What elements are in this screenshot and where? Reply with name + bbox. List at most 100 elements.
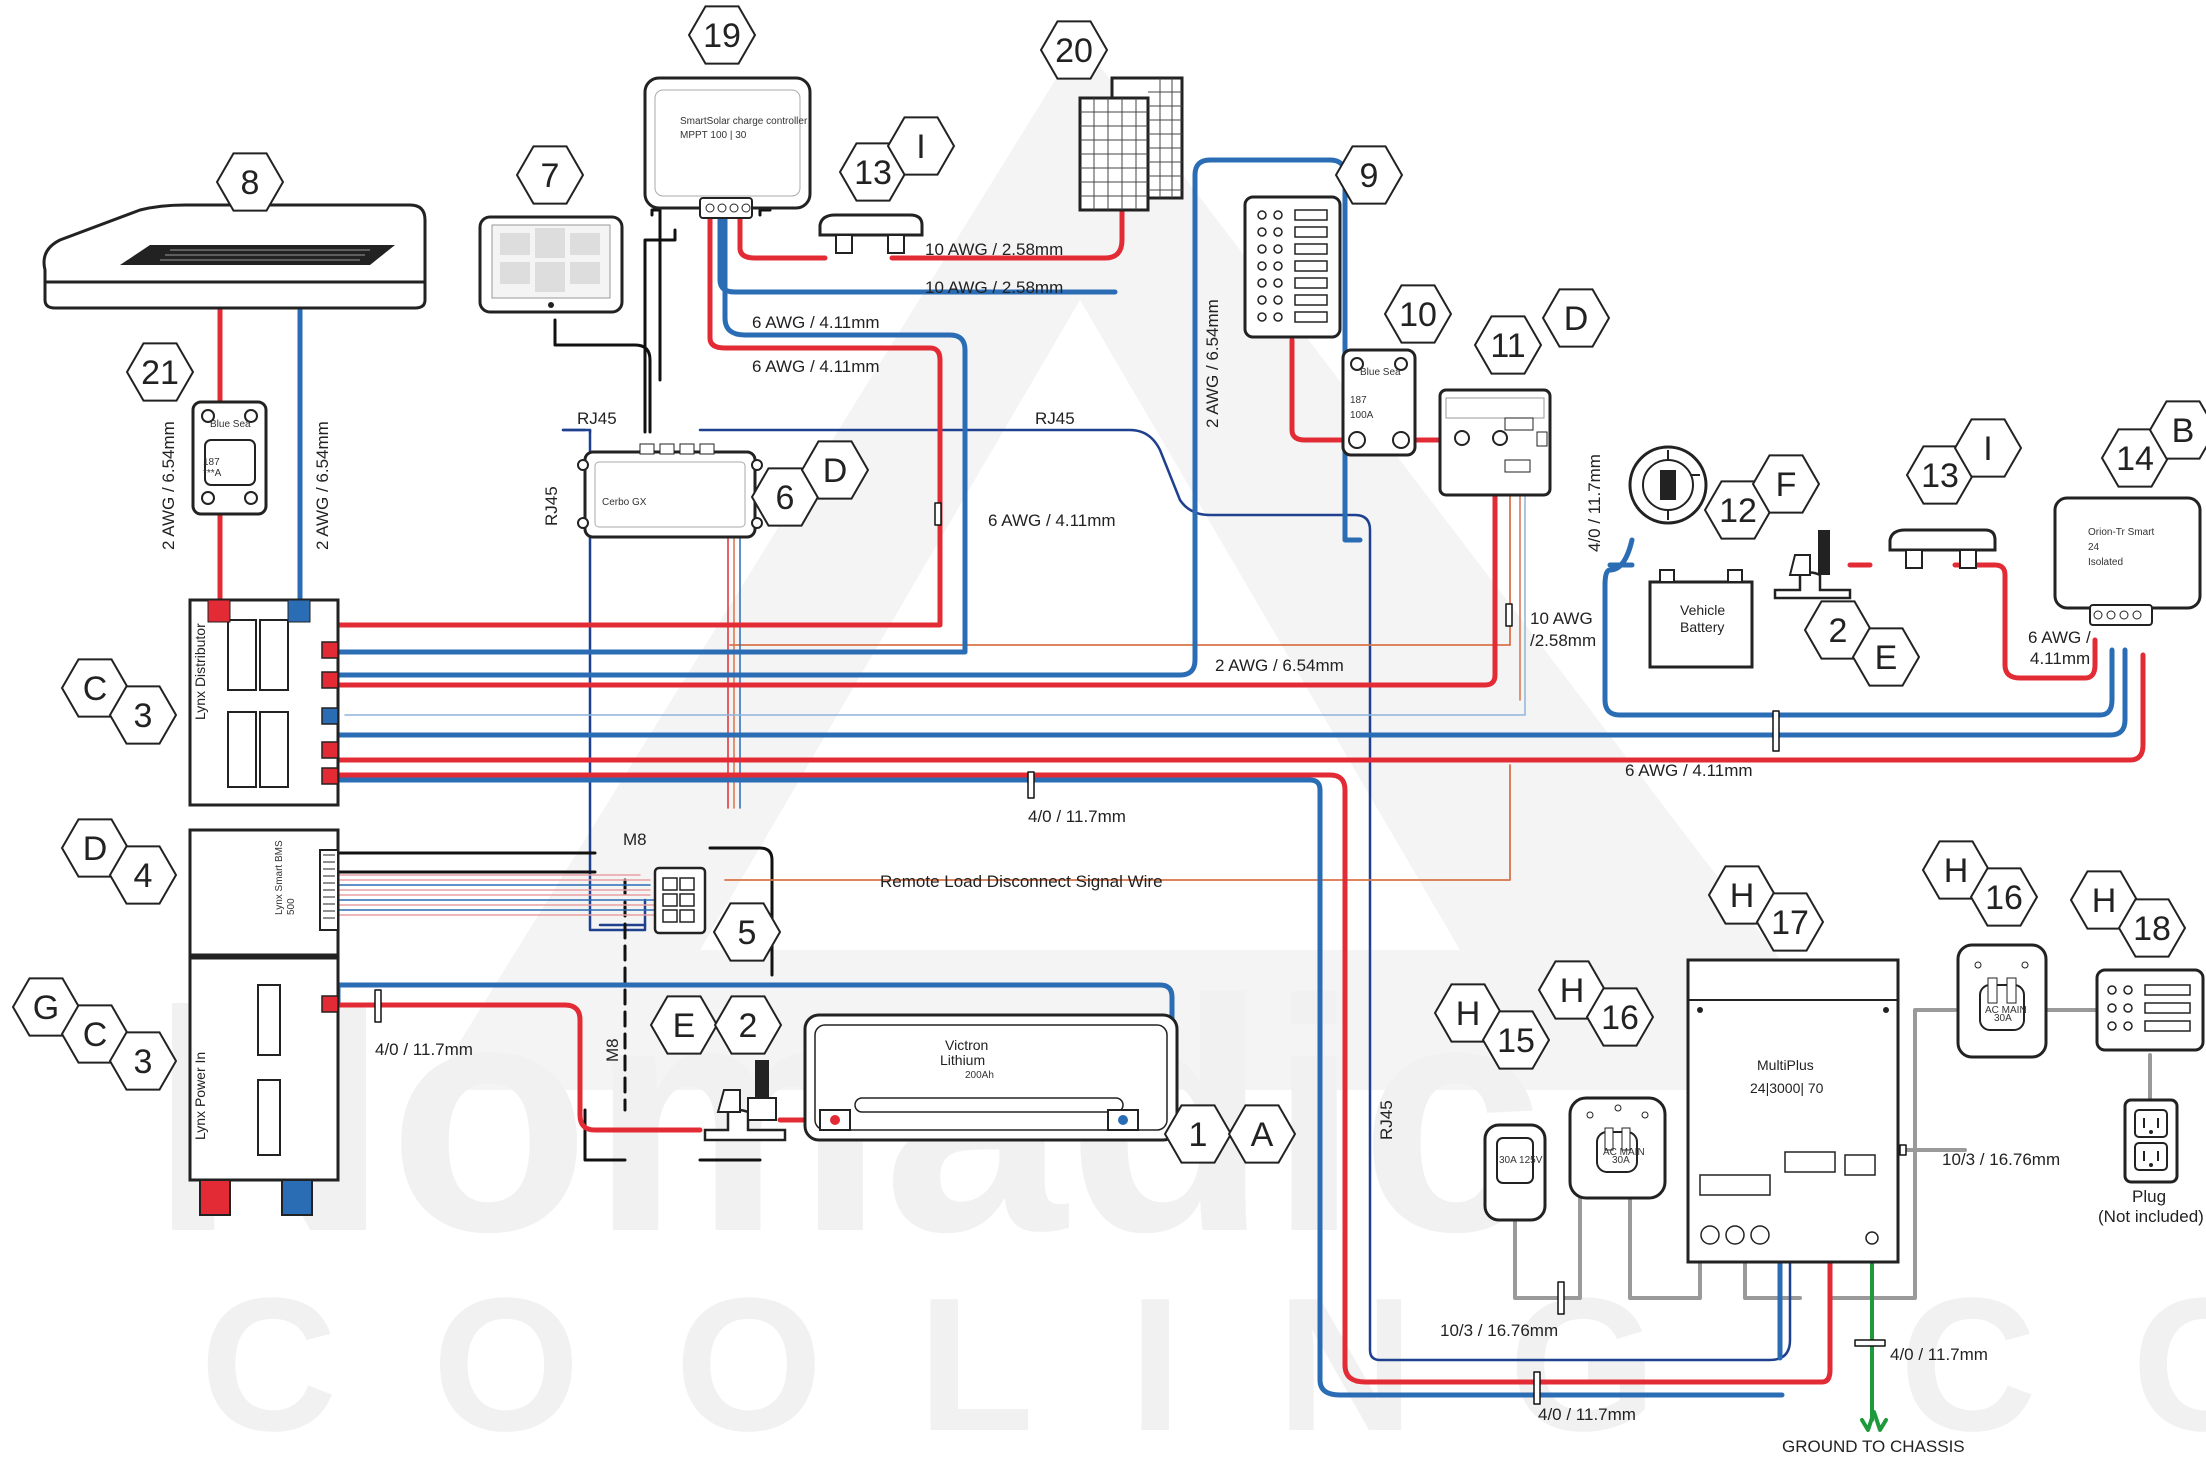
- hex-badge-label: H: [1560, 972, 1585, 1010]
- hex-badge: 11: [1473, 315, 1543, 375]
- hex-badge-label: 15: [1497, 1022, 1535, 1060]
- power-in-label: Lynx Power In: [192, 1052, 208, 1140]
- hex-badge-label: 16: [1601, 999, 1639, 1037]
- rooftop-ac-unit: [42, 203, 427, 310]
- label-alt-4-0: 4/0 / 11.7mm: [1585, 454, 1604, 552]
- solar-panels: [1078, 76, 1184, 212]
- label-plug: Plug: [2132, 1187, 2166, 1206]
- hex-badge-shape: [125, 342, 195, 402]
- lithium-label-2: Lithium: [940, 1052, 985, 1068]
- mega-fuse-13-top: [818, 213, 924, 254]
- hex-badge-shape: [712, 902, 782, 962]
- hex-badge: 4: [108, 845, 178, 905]
- fuse21-rating: ***A: [203, 468, 222, 479]
- ac-main-breaker-left: AC MAIN 30A: [1568, 1096, 1667, 1200]
- hex-badge: 9: [1334, 145, 1404, 205]
- hex-badge-label: E: [673, 1007, 696, 1045]
- hex-badge-shape: [750, 467, 820, 527]
- fuse-holder-2-left: [703, 1060, 787, 1142]
- label-mppt-6awg-b: 6 AWG / 4.11mm: [752, 357, 880, 376]
- orion-label-2: 24: [2088, 542, 2100, 553]
- cerbo-label: Cerbo GX: [602, 497, 647, 508]
- hex-badge-label: 21: [141, 354, 179, 392]
- hex-badge-label: 2: [1829, 612, 1848, 650]
- hex-badge: 5: [712, 902, 782, 962]
- hex-badge: C: [60, 658, 130, 718]
- battery-protect-11: [1438, 388, 1552, 497]
- watermark: Nomadic COOLING CO: [150, 40, 2206, 1458]
- multiplus-label-1: MultiPlus: [1757, 1057, 1814, 1073]
- dc-fuse-panel: [1243, 195, 1342, 339]
- hex-badge-label: 13: [1921, 457, 1959, 495]
- lithium-label-3: 200Ah: [965, 1070, 994, 1081]
- label-rj45-top-left: RJ45: [577, 409, 617, 428]
- hex-badge-shape: [1751, 454, 1821, 514]
- label-mppt-6awg-c: 6 AWG / 4.11mm: [988, 511, 1116, 530]
- hex-badge: 7: [515, 145, 585, 205]
- hex-badge-label: H: [1944, 852, 1969, 890]
- hex-badge: 13: [1905, 445, 1975, 505]
- lithium-label-1: Victron: [945, 1037, 988, 1053]
- hex-badge-label: 14: [2116, 440, 2154, 478]
- hex-badge-label: 3: [134, 697, 153, 735]
- hex-badge: I: [886, 116, 956, 176]
- hex-badge: B: [2148, 400, 2206, 460]
- ac-outlet: [2123, 1098, 2179, 1184]
- hex-badge: 6: [750, 467, 820, 527]
- hex-badge-label: 20: [1055, 32, 1093, 70]
- hex-badge: D: [60, 818, 130, 878]
- hex-badge-shape: [1227, 1104, 1297, 1164]
- shore-power-inlet: 30A 125V: [1483, 1123, 1547, 1222]
- hex-badge-label: 18: [2133, 910, 2171, 948]
- lynx-distributor: Lynx Distributor: [188, 598, 340, 807]
- hex-badge-shape: [1541, 288, 1611, 348]
- hex-badge-label: I: [1983, 430, 1992, 468]
- hex-badge: 15: [1481, 1010, 1551, 1070]
- hex-badge-label: E: [1875, 639, 1898, 677]
- hex-badge-shape: [1481, 1010, 1551, 1070]
- ac-distribution-panel: [2095, 968, 2205, 1052]
- hex-badge: A: [1227, 1104, 1297, 1164]
- label-rj45-left-vertical: RJ45: [542, 486, 561, 526]
- distributor-label: Lynx Distributor: [192, 623, 208, 720]
- hex-badge-label: G: [33, 989, 59, 1027]
- hex-badge: 14: [2100, 428, 2170, 488]
- blue-sea-fuse-21: Blue Sea 187 ***A: [191, 400, 268, 516]
- label-remote-load: Remote Load Disconnect Signal Wire: [880, 872, 1163, 891]
- wire-labels: 10 AWG / 2.58mm 10 AWG / 2.58mm 6 AWG / …: [159, 240, 2204, 1456]
- orion-tr-smart: Orion-Tr Smart 24 Isolated: [2053, 496, 2202, 626]
- hex-badge-shape: [1953, 418, 2023, 478]
- hex-badge-label: 7: [541, 157, 560, 195]
- label-m8-top: M8: [623, 830, 647, 849]
- hex-badge: H: [1433, 983, 1503, 1043]
- label-ground-to-chassis: GROUND TO CHASSIS: [1782, 1437, 1965, 1456]
- hex-badge-shape: [1039, 20, 1109, 80]
- hex-badge: 16: [1585, 987, 1655, 1047]
- hex-badge: G: [11, 977, 81, 1037]
- hex-badge: 2: [713, 995, 783, 1055]
- hex-badge-shape: [687, 5, 757, 65]
- hex-badge-shape: [1755, 892, 1825, 952]
- hex-badge: 21: [125, 342, 195, 402]
- smartsolar-mppt-controller: SmartSolar charge controller MPPT 100 | …: [643, 76, 812, 219]
- label-rj45-right-vertical: RJ45: [1377, 1100, 1396, 1140]
- gx-touch-display: [478, 215, 624, 314]
- hex-badge-shape: [515, 145, 585, 205]
- hex-badge-label: H: [2092, 882, 2117, 920]
- hex-badge: C: [60, 1004, 130, 1064]
- label-m8-vertical: M8: [603, 1038, 622, 1062]
- alternator: [1628, 445, 1708, 525]
- hex-badge-shape: [713, 995, 783, 1055]
- label-multi-4-0-bottom: 4/0 / 11.7mm: [1538, 1405, 1636, 1424]
- label-plug-not-included: (Not included): [2098, 1207, 2204, 1226]
- hex-badge: D: [1541, 288, 1611, 348]
- hex-badge: D: [800, 440, 870, 500]
- blue-sea-breaker-100a: Blue Sea 187 100A: [1341, 348, 1417, 457]
- label-dist-2awg: 2 AWG / 6.54mm: [1215, 656, 1344, 675]
- hex-badge-shape: [108, 1031, 178, 1091]
- hex-badge-label: 17: [1771, 904, 1809, 942]
- ac-main-right-label-1: AC MAIN: [1985, 1005, 2027, 1016]
- orion-label-1: Orion-Tr Smart: [2088, 527, 2155, 538]
- vehicle-battery-label-1: Vehicle: [1680, 602, 1725, 618]
- label-ac-10-3-right: 10/3 / 16.76mm: [1942, 1150, 2060, 1169]
